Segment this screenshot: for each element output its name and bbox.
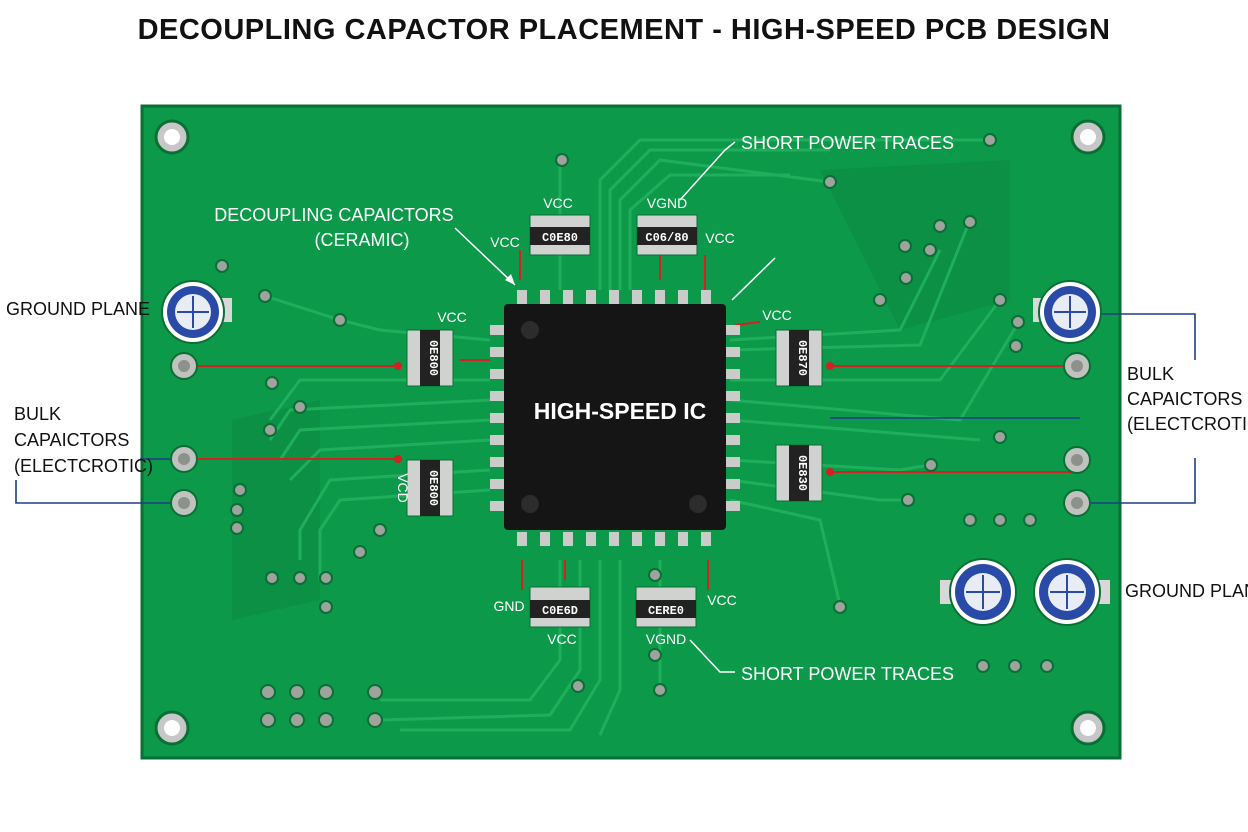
- ic-corner-mark: [521, 495, 539, 513]
- callout-bulk-left-2: CAPAICTORS: [14, 430, 129, 450]
- silk-gnd-bottom-left: GND: [493, 598, 524, 614]
- svg-text:C06/80: C06/80: [645, 231, 688, 245]
- callout-lines: [15, 313, 1196, 504]
- electrolytic-cap-right-top: [1033, 280, 1102, 344]
- ground-pour-left: [232, 400, 320, 620]
- silk-vcc-bottom-left-cap: VCC: [547, 631, 577, 647]
- mounting-holes: [154, 119, 1106, 746]
- ground-pour-right: [820, 160, 1010, 330]
- svg-text:C0E6D: C0E6D: [542, 604, 578, 618]
- svg-text:0E800: 0E800: [426, 340, 440, 376]
- ceramic-cap-top-left: C0E80: [529, 214, 591, 256]
- electrolytic-cap-left: [161, 280, 232, 344]
- callout-bulk-right-2: CAPAICTORS: [1127, 389, 1242, 409]
- ic-corner-mark: [689, 495, 707, 513]
- ceramic-cap-top-right: C06/80: [636, 214, 698, 256]
- electrolytic-cap-bottom-right: [1033, 558, 1110, 626]
- through-hole-pads: [170, 352, 1091, 517]
- silk-vcc-top-right-ic: VCC: [705, 230, 735, 246]
- ic-label: HIGH-SPEED IC: [534, 398, 707, 424]
- callout-ground-plane-left: GROUND PLANE: [6, 299, 150, 319]
- arrow-head: [505, 274, 515, 285]
- ic-corner-mark: [521, 321, 539, 339]
- callout-decoupling-line2: (CERAMIC): [315, 230, 410, 250]
- silk-vgnd-bottom-right-cap: VGND: [646, 631, 686, 647]
- electrolytic-cap-bottom-middle: [940, 558, 1017, 626]
- svg-text:C0E80: C0E80: [542, 231, 578, 245]
- ceramic-cap-bottom-right: CERE0: [635, 586, 697, 628]
- silk-vcc-top-left-cap: VCC: [543, 195, 573, 211]
- callout-bulk-left-1: BULK: [14, 404, 61, 424]
- ceramic-cap-left-upper: 0E800: [406, 329, 454, 387]
- ceramic-cap-right-upper: 0E870: [775, 329, 823, 387]
- callout-bulk-right-1: BULK: [1127, 364, 1174, 384]
- svg-text:0E800: 0E800: [426, 470, 440, 506]
- callout-ground-plane-right: GROUND PLANE: [1125, 581, 1248, 601]
- ceramic-cap-bottom-left: C0E6D: [529, 586, 591, 628]
- callout-pointers: [454, 141, 776, 673]
- silk-vcc-top-left-ic: VCC: [490, 234, 520, 250]
- svg-text:0E870: 0E870: [795, 340, 809, 376]
- high-speed-ic: [504, 304, 726, 530]
- silk-vcc-bottom-right: VCC: [707, 592, 737, 608]
- callout-short-traces-top: SHORT POWER TRACES: [741, 133, 954, 153]
- trace-junction-dots: [394, 362, 834, 476]
- silk-vgnd-top-right-cap: VGND: [647, 195, 687, 211]
- silk-vcc-left-upper: VCC: [437, 309, 467, 325]
- callout-bulk-right-3: (ELECTCROTIC): [1127, 414, 1248, 434]
- page-title: DECOUPLING CAPACTOR PLACEMENT - HIGH-SPE…: [137, 14, 1111, 46]
- ic-pins: [490, 290, 740, 546]
- callout-decoupling-line1: DECOUPLING CAPAICTORS: [214, 205, 453, 225]
- callout-short-traces-bottom: SHORT POWER TRACES: [741, 664, 954, 684]
- vias: [215, 133, 1054, 728]
- silk-vcd-left-lower: VCD: [395, 473, 411, 503]
- svg-text:0E830: 0E830: [795, 455, 809, 491]
- silk-vcc-right-upper: VCC: [762, 307, 792, 323]
- ceramic-cap-left-lower: 0E800: [406, 459, 454, 517]
- svg-text:CERE0: CERE0: [648, 604, 684, 618]
- ceramic-cap-right-lower: 0E830: [775, 444, 823, 502]
- callout-bulk-left-3: (ELECTCROTIC): [14, 456, 153, 476]
- power-traces: [182, 250, 1080, 590]
